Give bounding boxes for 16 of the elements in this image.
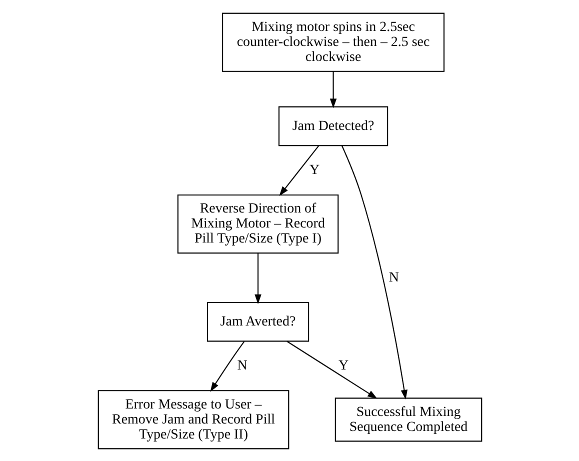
arrow [329, 71, 336, 108]
arrow [278, 144, 319, 196]
arrow [254, 252, 261, 304]
arrow [340, 144, 408, 400]
node-box: Mixing motor spins in 2.5sec counter-clockwise – then – 2.5 sec clockwise [222, 12, 444, 72]
node-box: Reverse Direction of Mixing Motor – Record Pill Type/Size (Type I) [176, 194, 338, 254]
node-box: Successful Mixing Sequence Completed [334, 397, 482, 442]
edge-label: Y [309, 162, 319, 178]
node-box: Error Message to User – Remove Jam and Record Pill Type/Size (Type II) [97, 390, 289, 449]
arrow [210, 340, 244, 392]
arrow [286, 340, 377, 398]
node-box: Jam Detected? [278, 106, 388, 146]
edge-label: Y [338, 358, 348, 374]
edge-label: N [236, 358, 247, 374]
node-box: Jam Averted? [206, 301, 309, 342]
edge-label: N [388, 270, 398, 285]
